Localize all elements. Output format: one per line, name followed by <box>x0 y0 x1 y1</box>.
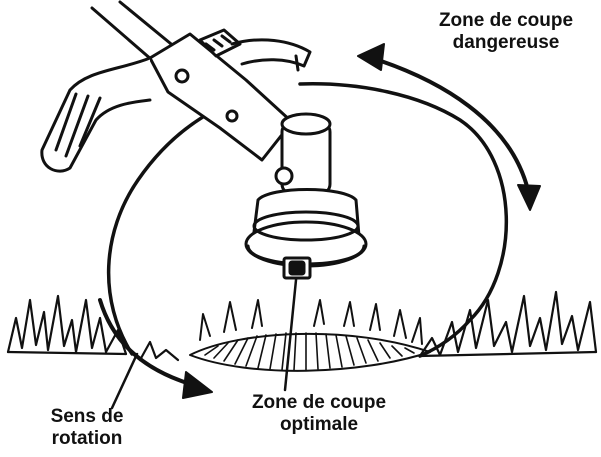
cutting-circle <box>107 82 508 358</box>
curved-double-arrow-icon <box>357 43 541 211</box>
optimal-zone-label-line1: Zone de coupe <box>251 392 387 413</box>
rotation-arrow-icon <box>98 298 213 399</box>
string-trimmer-illustration <box>40 0 368 280</box>
rotation-label-line2: rotation <box>51 428 123 449</box>
danger-zone-label-line1: Zone de coupe <box>438 10 574 31</box>
grass-illustration-center <box>199 299 423 345</box>
rotation-label-line1: Sens de <box>50 406 124 427</box>
rotation-label: Sens de rotation <box>24 406 150 450</box>
danger-zone-label-line2: dangereuse <box>452 32 560 53</box>
optimal-zone-label-line2: optimale <box>279 414 359 435</box>
optimal-zone-label: Zone de coupe optimale <box>226 392 412 436</box>
danger-zone-label: Zone de coupe dangereuse <box>418 10 594 54</box>
grass-illustration-left <box>6 294 180 362</box>
optimal-cutting-zone <box>189 332 431 372</box>
grass-illustration-right <box>418 290 598 358</box>
